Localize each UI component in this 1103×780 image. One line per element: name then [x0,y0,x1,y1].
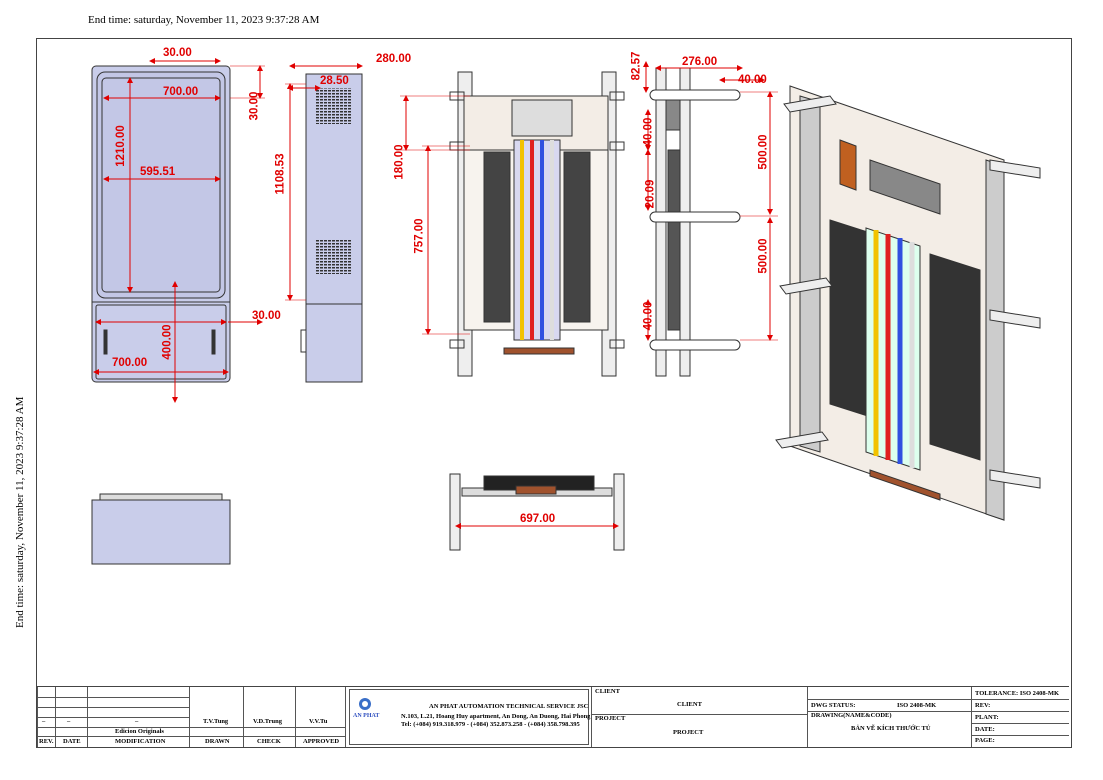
dim-1108: 1108.53 [274,153,287,195]
dim-700-bot: 700.00 [112,357,148,369]
company-logo-icon [355,697,375,711]
dwg-status-value: ISO 2408-MK [897,702,937,709]
date-field: DATE: [975,726,995,733]
title-block: – – – Edicion Originals REV. DATE MODIFI… [37,686,1069,747]
check-label: CHECK [257,738,281,745]
company-address: N.103, L.21, Hoang Huy apartment, An Don… [401,713,591,720]
approved-label: APPROVED [303,738,340,745]
isometric-view [775,85,1041,521]
header-end-time: End time: saturday, November 11, 2023 9:… [88,14,320,26]
drawing-value: BẢN VẼ KÍCH THƯỚC TỦ [851,725,931,732]
dim-700-top: 700.00 [163,86,199,98]
dim-28-50: 28.50 [320,75,349,87]
drawn-label: DRAWN [205,738,230,745]
dim-280: 280.00 [376,53,412,65]
dim-30-right: 30.00 [248,91,261,121]
dim-757: 757.00 [413,218,426,254]
dim-697: 697.00 [520,513,556,525]
plate-top-view [449,473,625,551]
dim-1210: 1210.00 [114,125,127,167]
company-name: AN PHAT AUTOMATION TECHNICAL SERVICE JSC [429,703,589,710]
date-dash: – [67,718,71,725]
dim-595: 595.51 [140,166,176,178]
dim-30-mid: 30.00 [252,310,281,322]
side-view [300,73,363,383]
company-tel: Tel: (+084) 919.318.979 - (+084) 352.873… [401,721,580,728]
mod-text: Edicion Originals [115,728,164,735]
mod-dash: – [135,718,139,725]
dim-20-09: 20.09 [644,179,657,209]
approved-name: V.V.Tu [309,718,328,725]
col-mod: MODIFICATION [115,738,166,745]
dim-180: 180.00 [393,144,406,180]
dim-82-57: 82.57 [630,51,643,81]
rev-field: REV: [975,702,991,709]
col-date: DATE [63,738,81,745]
page-field: PAGE: [975,737,995,744]
check-name: V.D.Trung [253,718,283,725]
tolerance: TOLERANCE: ISO 2408-MK [975,690,1060,697]
plate-side-view [649,67,741,377]
dim-500-a: 500.00 [757,134,770,170]
drawing-frame [36,38,1072,748]
col-rev: REV. [39,738,54,745]
dim-500-b: 500.00 [757,238,770,274]
logo-text: AN PHAT [353,713,380,719]
dim-40-top: 40.00 [738,74,767,86]
dwg-status-label: DWG STATUS: [811,702,856,709]
dim-40-b: 40.00 [642,301,655,331]
dim-400: 400.00 [161,324,174,360]
drawing-label: DRAWING(NAME&CODE) [811,712,892,719]
dim-276: 276.00 [682,56,718,68]
client-value: CLIENT [677,701,702,708]
drawn-name: T.V.Tung [203,718,229,725]
plate-front-view [449,71,625,377]
dim-40-a: 40.00 [642,117,655,147]
client-label: CLIENT [595,688,620,695]
plant-field: PLANT: [975,714,999,721]
top-view [91,493,231,565]
dim-30-top: 30.00 [163,47,192,59]
rev-dash: – [42,718,46,725]
project-value: PROJECT [673,729,704,736]
project-label: PROJECT [595,715,626,722]
